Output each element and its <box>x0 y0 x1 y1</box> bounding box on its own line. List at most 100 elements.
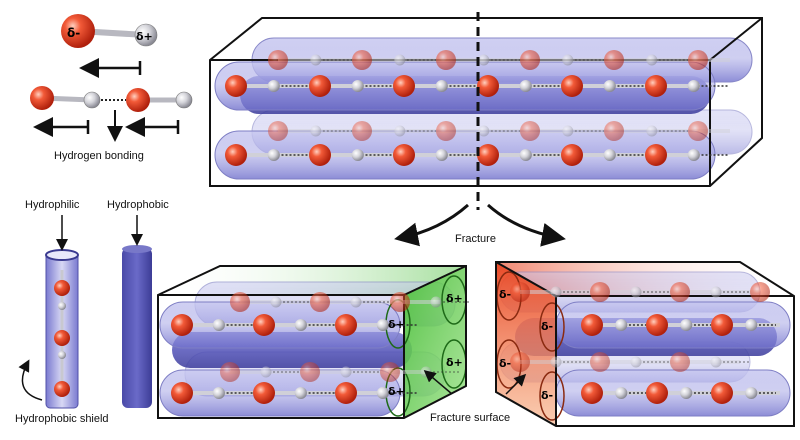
oxygen-atom <box>352 50 372 70</box>
oxygen-atom <box>253 382 275 404</box>
face-delta-minus-3: δ- <box>499 357 512 370</box>
oxygen-atom <box>380 362 400 382</box>
oxygen-atom <box>309 144 331 166</box>
hydrogen-atom <box>603 148 616 162</box>
oxygen-atom <box>645 144 667 166</box>
oxygen-atom <box>688 50 708 70</box>
hydrophobic-label: Hydrophobic <box>107 199 169 211</box>
oxygen-atom <box>390 292 410 312</box>
hydrogen-atom <box>435 79 448 93</box>
shield-pointer <box>18 359 43 401</box>
hydrogen-atom <box>212 318 225 332</box>
dipole-molecule: δ- δ+ <box>61 14 158 48</box>
hydrogen-atom <box>710 356 722 368</box>
hydrophilic-label: Hydrophilic <box>25 199 80 211</box>
hydrogen-atom <box>646 54 658 66</box>
oxygen-atom <box>510 282 530 302</box>
face-delta-plus-2: δ+ <box>388 318 405 331</box>
oxygen-atom <box>581 382 603 404</box>
hydrogen-atom <box>394 125 406 137</box>
hydrogen-atom <box>680 386 693 400</box>
oxygen-atom <box>230 292 250 312</box>
oxygen-atom <box>711 314 733 336</box>
hydrogen-atom <box>310 125 322 137</box>
oxygen-atom <box>688 121 708 141</box>
fracture-surface-label: Fracture surface <box>430 412 511 424</box>
hydrogen-atom <box>376 386 389 400</box>
right-block-molecule-chains <box>510 282 780 404</box>
oxygen-atom <box>646 382 668 404</box>
hydrogen-atom <box>212 386 225 400</box>
oxygen-atom <box>352 121 372 141</box>
hydrogen-atom <box>680 318 693 332</box>
hydrogen-atom <box>270 296 282 308</box>
hydrogen-atom <box>603 79 616 93</box>
top-molecule-chains <box>225 50 730 166</box>
hydrogen-atom <box>394 54 406 66</box>
hydrogen-atom <box>430 296 442 308</box>
hydrophobic-shield-label: Hydrophobic shield <box>15 413 109 425</box>
hydrogen-atom <box>350 296 362 308</box>
oxygen-atom <box>300 362 320 382</box>
oxygen-atom <box>750 282 770 302</box>
fracture-arrows <box>394 203 566 247</box>
hydrophobic-tube <box>122 245 152 408</box>
hydrogen-atom <box>267 79 280 93</box>
oxygen-atom <box>646 314 668 336</box>
left-block-molecule-chains <box>171 292 470 404</box>
hydrogen-atom <box>630 286 642 298</box>
oxygen-atom <box>520 121 540 141</box>
oxygen-atom <box>310 292 330 312</box>
oxygen-atom <box>335 382 357 404</box>
hydrogen-atom <box>745 386 758 400</box>
face-delta-minus-2: δ- <box>541 320 554 333</box>
oxygen-atom <box>645 75 667 97</box>
oxygen-atom <box>561 75 583 97</box>
hbond-molecule-left <box>30 86 101 110</box>
oxygen-atom <box>335 314 357 336</box>
oxygen-atom <box>309 75 331 97</box>
hydrogen-atom <box>267 148 280 162</box>
oxygen-atom <box>711 382 733 404</box>
oxygen-atom <box>561 144 583 166</box>
oxygen-atom <box>268 50 288 70</box>
oxygen-atom <box>520 50 540 70</box>
hydrogen-atom <box>351 79 364 93</box>
oxygen-atom <box>477 144 499 166</box>
oxygen-atom <box>171 314 193 336</box>
oxygen-atom <box>670 282 690 302</box>
oxygen-atom <box>670 352 690 372</box>
oxygen-atom <box>253 314 275 336</box>
dipole-arrow <box>79 58 142 78</box>
oxygen-atom <box>225 75 247 97</box>
oxygen-atom <box>220 362 240 382</box>
hydrogen-bonding-label: Hydrogen bonding <box>54 150 144 162</box>
hydrogen-atom <box>310 54 322 66</box>
oxygen-atom <box>510 352 530 372</box>
hydrogen-atom <box>745 318 758 332</box>
hydrogen-atom <box>260 366 272 378</box>
oxygen-atom <box>393 75 415 97</box>
fractured-block-positive <box>157 265 467 419</box>
oxygen-atom <box>477 75 499 97</box>
hydrogen-atom <box>687 79 700 93</box>
hydrogen-atom <box>646 125 658 137</box>
face-delta-minus-1: δ- <box>499 288 512 301</box>
hydrogen-atom <box>351 148 364 162</box>
hydrogen-atom <box>519 79 532 93</box>
hydrophilic-tube <box>45 249 79 409</box>
hydrogen-atom <box>687 148 700 162</box>
fracture-label: Fracture <box>455 233 496 245</box>
hydrogen-atom <box>562 125 574 137</box>
hydrogen-atom <box>478 54 490 66</box>
oxygen-atom <box>604 121 624 141</box>
dipole-delta-plus: δ+ <box>136 30 153 43</box>
hydrogen-atom <box>615 318 628 332</box>
oxygen-atom <box>581 314 603 336</box>
oxygen-atom <box>590 352 610 372</box>
hydrogen-atom <box>435 148 448 162</box>
hydrogen-atom <box>294 318 307 332</box>
hbond-molecule-right <box>126 88 193 112</box>
